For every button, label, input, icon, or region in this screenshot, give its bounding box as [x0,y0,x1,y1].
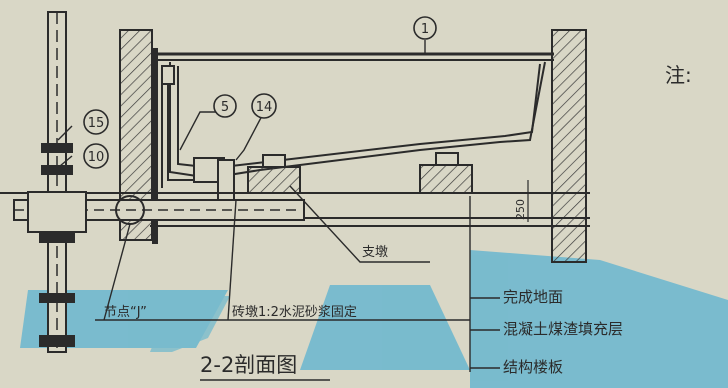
bathtub [152,52,554,180]
svg-text:5: 5 [221,100,229,115]
svg-text:15: 15 [88,116,105,131]
pier-label: 支墩 [362,245,388,260]
svg-text:1: 1 [421,22,429,37]
bubble-15: 15 [83,109,109,135]
bubble-1: 1 [413,16,437,40]
layer-label-structural-slab: 结构楼板 [503,358,563,376]
note-label: 注: [665,63,692,87]
dimension-label: 250 [514,199,527,220]
right-wall [551,29,587,263]
node-j-label: 节点“J” [104,305,147,320]
layer-label-fill: 混凝土煤渣填充层 [503,320,623,338]
bubble-10: 10 [83,143,109,169]
svg-text:10: 10 [88,150,105,165]
watermark-overlay [20,250,728,388]
pier-spec-label: 砖墩1:2水泥砂浆固定 [232,305,357,320]
bubble-14: 14 [251,93,277,119]
svg-text:14: 14 [256,100,273,115]
layer-label-finish-floor: 完成地面 [503,288,563,306]
riser-pipe [27,11,145,353]
bubble-5: 5 [213,94,237,118]
dimension-250: 250 [514,180,529,222]
drawing-title: 2-2剖面图 [200,353,297,377]
support-piers [247,152,473,194]
